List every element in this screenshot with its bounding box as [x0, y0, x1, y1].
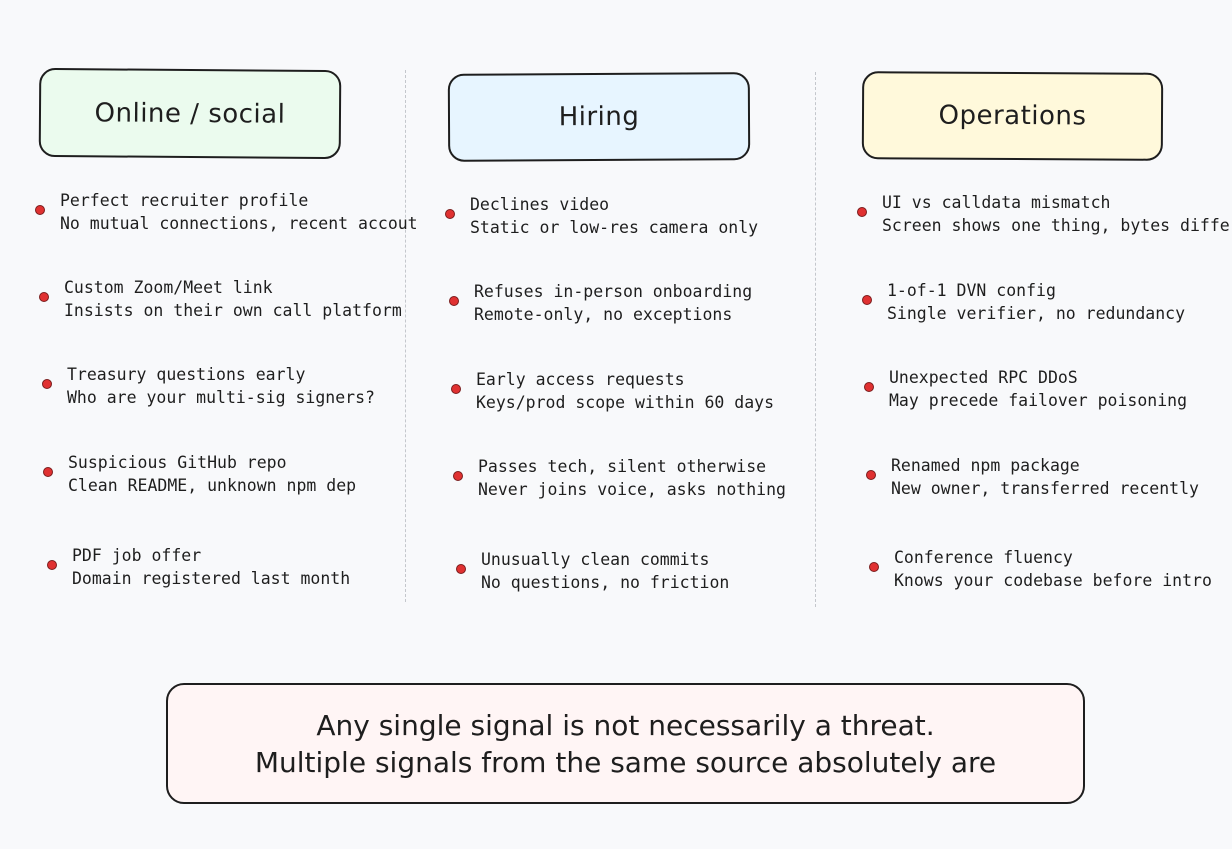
signal-detail: No mutual connections, recent accout: [60, 214, 418, 233]
signal-item: Treasury questions early Who are your mu…: [42, 363, 375, 409]
signal-title: Conference fluency: [894, 548, 1073, 567]
red-bullet-icon: [445, 209, 455, 219]
signal-title: Suspicious GitHub repo: [68, 453, 287, 472]
signal-title: Perfect recruiter profile: [60, 191, 309, 210]
signal-detail: Screen shows one thing, bytes differ: [882, 216, 1232, 235]
signal-detail: Keys/prod scope within 60 days: [476, 393, 775, 412]
red-bullet-icon: [866, 470, 876, 480]
signal-item: Conference fluency Knows your codebase b…: [869, 546, 1212, 592]
signal-detail: Insists on their own call platform: [64, 301, 402, 320]
signal-detail: New owner, transferred recently: [891, 479, 1199, 498]
red-bullet-icon: [47, 560, 57, 570]
red-bullet-icon: [456, 564, 466, 574]
signal-detail: May precede failover poisoning: [889, 391, 1188, 410]
signal-item: Suspicious GitHub repo Clean README, unk…: [43, 451, 357, 497]
column-title: Online / social: [94, 97, 286, 130]
red-bullet-icon: [864, 382, 874, 392]
signal-title: Refuses in-person onboarding: [474, 282, 753, 301]
signal-item: 1-of-1 DVN config Single verifier, no re…: [862, 279, 1186, 325]
column-title: Operations: [938, 100, 1087, 132]
signal-item: Renamed npm package New owner, transferr…: [866, 454, 1199, 500]
signal-item: PDF job offer Domain registered last mon…: [47, 544, 351, 590]
signal-title: Unusually clean commits: [481, 550, 710, 569]
red-bullet-icon: [862, 295, 872, 305]
signal-detail: Never joins voice, asks nothing: [478, 480, 786, 499]
column-header-operations: Operations: [861, 71, 1164, 161]
signal-detail: Domain registered last month: [72, 569, 351, 588]
signal-title: Declines video: [470, 195, 610, 214]
red-bullet-icon: [451, 384, 461, 394]
signal-title: UI vs calldata mismatch: [882, 193, 1111, 212]
signal-item: Declines video Static or low-res camera …: [445, 193, 759, 239]
signal-item: UI vs calldata mismatch Screen shows one…: [857, 191, 1232, 237]
signal-detail: Static or low-res camera only: [470, 218, 759, 237]
signal-detail: Knows your codebase before intro: [894, 571, 1212, 590]
red-bullet-icon: [35, 205, 45, 215]
signal-item: Unusually clean commits No questions, no…: [456, 548, 730, 594]
signal-title: Custom Zoom/Meet link: [64, 278, 273, 297]
summary-line: Any single signal is not necessarily a t…: [316, 708, 935, 742]
signal-detail: Clean README, unknown npm dep: [68, 476, 357, 495]
signal-detail: Single verifier, no redundancy: [887, 304, 1186, 323]
signal-detail: Who are your multi-sig signers?: [67, 388, 375, 407]
signal-detail: Remote-only, no exceptions: [474, 305, 733, 324]
summary-line: Multiple signals from the same source ab…: [254, 745, 997, 779]
red-bullet-icon: [449, 296, 459, 306]
signal-title: Unexpected RPC DDoS: [889, 368, 1078, 387]
red-bullet-icon: [39, 292, 49, 302]
signal-item: Custom Zoom/Meet link Insists on their o…: [39, 276, 402, 322]
column-divider: [405, 70, 406, 602]
signal-title: 1-of-1 DVN config: [887, 281, 1056, 300]
signal-title: Passes tech, silent otherwise: [478, 457, 767, 476]
column-header-hiring: Hiring: [447, 72, 751, 162]
red-bullet-icon: [857, 207, 867, 217]
column-divider: [815, 72, 816, 607]
signal-title: Treasury questions early: [67, 365, 306, 384]
signal-title: Renamed npm package: [891, 456, 1080, 475]
red-bullet-icon: [42, 379, 52, 389]
signal-title: PDF job offer: [72, 546, 202, 565]
column-header-online-social: Online / social: [38, 67, 342, 160]
signal-title: Early access requests: [476, 370, 685, 389]
red-bullet-icon: [43, 467, 53, 477]
signal-item: Refuses in-person onboarding Remote-only…: [449, 280, 753, 326]
column-title: Hiring: [558, 101, 640, 133]
red-bullet-icon: [869, 562, 879, 572]
signal-item: Unexpected RPC DDoS May precede failover…: [864, 366, 1188, 412]
signal-item: Early access requests Keys/prod scope wi…: [451, 368, 775, 414]
signal-item: Perfect recruiter profile No mutual conn…: [35, 189, 418, 235]
summary-box: Any single signal is not necessarily a t…: [166, 683, 1085, 804]
red-bullet-icon: [453, 471, 463, 481]
signal-item: Passes tech, silent otherwise Never join…: [453, 455, 786, 501]
signal-detail: No questions, no friction: [481, 573, 730, 592]
